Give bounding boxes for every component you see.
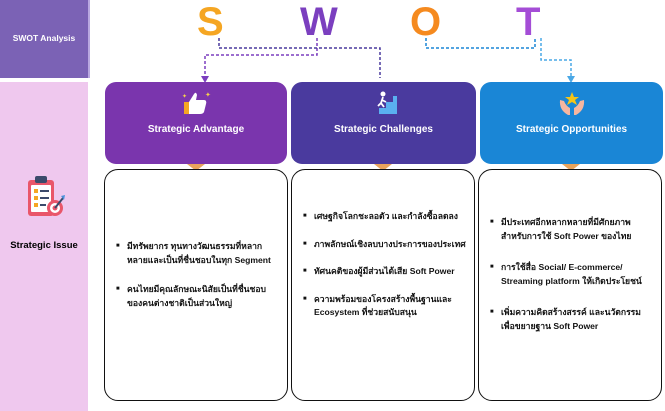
swot-letter-w: W: [300, 0, 338, 44]
card-title: Strategic Advantage: [147, 124, 245, 135]
connector-s-to-challenges: [218, 38, 381, 78]
connector-t-to-opportunities: [540, 38, 572, 78]
swot-letter-o: O: [410, 0, 442, 44]
list-item: การใช้สื่อ Social/ E-commerce/ Streaming…: [490, 261, 653, 288]
arrow-advantage: [201, 76, 209, 83]
card-title: Strategic Opportunities: [515, 124, 628, 135]
box-opportunities-items: มีประเทศอีกหลากหลายที่มีศักยภาพสำหรับการ…: [478, 169, 662, 401]
arrow-opportunities: [567, 76, 575, 83]
sidebar-header: SWOT Analysis: [0, 0, 90, 78]
swot-connectors: [201, 38, 575, 83]
swot-letter-s: S: [197, 0, 224, 44]
connector-o-to-t: [425, 38, 536, 49]
connector-w-to-advantage: [204, 38, 318, 78]
svg-text:✦: ✦: [205, 91, 211, 99]
card-strategic-advantage: ✦ ✦ Strategic Advantage: [105, 82, 287, 164]
list-item: ภาพลักษณ์เชิงลบบางประการของประเทศ: [303, 238, 466, 252]
checklist-target-icon: [28, 176, 65, 216]
list-item: มีประเทศอีกหลากหลายที่มีศักยภาพสำหรับการ…: [490, 216, 653, 243]
list-item: คนไทยมีคุณลักษณะนิสัยเป็นที่ชื่นชอบของคน…: [116, 283, 279, 310]
hands-star-icon: [559, 92, 584, 115]
box-advantage-items: มีทรัพยากร ทุนทางวัฒนธรรมที่หลากหลายและเ…: [104, 169, 288, 401]
sidebar-section: Strategic Issue: [0, 82, 88, 411]
svg-text:✦: ✦: [182, 93, 187, 100]
list-item: เพิ่มความคิดสร้างสรรค์ และนวัตกรรมเพื่อข…: [490, 306, 653, 333]
list-item: ความพร้อมของโครงสร้างพื้นฐานและ Ecosyste…: [303, 293, 466, 320]
list-item: เศษฐกิจโลกชะลอตัว และกำลังซื้อลดลง: [303, 210, 466, 224]
list-item: ทัศนคติของผู้มีส่วนได้เสีย Soft Power: [303, 265, 466, 279]
strategic-issue-label: Strategic Issue: [10, 240, 78, 251]
thumbs-up-icon: ✦ ✦: [182, 91, 211, 114]
pointer-advantage: [187, 164, 205, 171]
card-strategic-opportunities: Strategic Opportunities: [480, 82, 663, 164]
box-challenges-items: เศษฐกิจโลกชะลอตัว และกำลังซื้อลดลง ภาพลั…: [291, 169, 475, 401]
pointer-challenges: [374, 164, 392, 171]
climbing-stairs-icon: [370, 91, 397, 114]
card-strategic-challenges: Strategic Challenges: [291, 82, 476, 164]
card-title: Strategic Challenges: [334, 124, 433, 135]
swot-letter-t: T: [516, 0, 541, 44]
list-item: มีทรัพยากร ทุนทางวัฒนธรรมที่หลากหลายและเ…: [116, 240, 279, 267]
sidebar-header-label: SWOT Analysis: [12, 33, 76, 43]
pointer-opportunities: [562, 164, 580, 171]
